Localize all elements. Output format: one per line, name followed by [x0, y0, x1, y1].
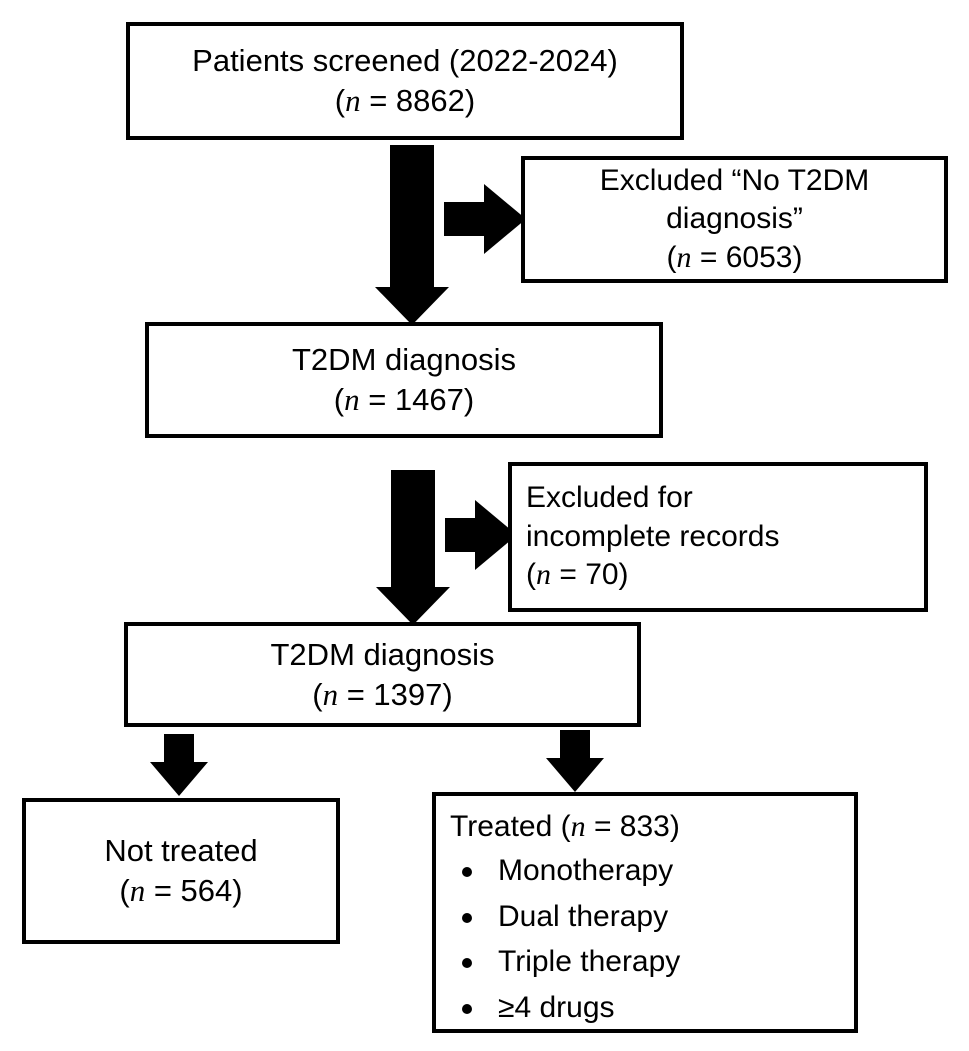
- paren-open: (: [526, 558, 536, 592]
- node-line-1: Patients screened (2022-2024): [192, 43, 618, 79]
- n-value: = 1397): [338, 676, 453, 712]
- node-line-2: incomplete records: [526, 519, 780, 553]
- node-excluded-incomplete-records: Excluded for incomplete records (n = 70): [508, 462, 928, 612]
- node-line-1: Excluded “No T2DM: [599, 163, 870, 197]
- arrow-head: [484, 184, 526, 254]
- arrow-down-screened-to-t2dm1: [375, 145, 449, 325]
- node-line-1: Not treated: [104, 833, 258, 869]
- n-value: = 1467): [359, 382, 475, 417]
- node-line-1: T2DM diagnosis: [270, 636, 495, 672]
- arrow-right-to-excluded-no-t2dm: [444, 184, 526, 254]
- arrow-right-to-excluded-incomplete: [445, 500, 517, 570]
- arrow-shaft: [444, 202, 488, 236]
- node-t2dm-diagnosis-1397: T2DM diagnosis (n = 1397): [124, 622, 641, 727]
- node-treated: Treated (n = 833) Monotherapy Dual thera…: [432, 792, 858, 1033]
- treated-label: Treated (: [450, 810, 571, 843]
- arrow-down-t2dm1-to-t2dm2: [376, 470, 450, 625]
- arrow-shaft: [445, 518, 479, 552]
- arrow-down-to-not-treated: [150, 734, 208, 796]
- node-line-1: T2DM diagnosis: [292, 342, 516, 378]
- arrow-shaft: [560, 730, 590, 760]
- n-symbol: n: [345, 83, 361, 118]
- node-line-1: Excluded for: [526, 481, 693, 515]
- n-symbol: n: [322, 676, 339, 712]
- node-line-2: (n = 564): [119, 871, 242, 911]
- n-symbol: n: [344, 382, 360, 417]
- n-symbol: n: [676, 240, 692, 274]
- paren-open: (: [312, 676, 323, 712]
- n-symbol: n: [536, 558, 551, 592]
- list-item: ≥4 drugs: [436, 989, 680, 1027]
- treated-heading: Treated (n = 833): [436, 808, 680, 846]
- node-line-2: (n = 1397): [312, 675, 452, 715]
- node-line-3: (n = 70): [512, 556, 629, 594]
- arrow-head: [546, 758, 604, 792]
- paren-open: (: [333, 382, 345, 417]
- n-symbol: n: [570, 810, 586, 843]
- node-patients-screened: Patients screened (2022-2024) (n = 8862): [126, 22, 684, 140]
- list-item: Triple therapy: [436, 943, 680, 981]
- n-value: = 833): [585, 810, 680, 843]
- n-value: = 8862): [360, 83, 476, 118]
- node-line-2: diagnosis”: [666, 202, 803, 236]
- node-not-treated: Not treated (n = 564): [22, 798, 340, 944]
- arrow-head: [150, 762, 208, 796]
- arrow-down-to-treated: [546, 730, 604, 792]
- list-item: Dual therapy: [436, 898, 680, 936]
- n-value: = 564): [145, 873, 243, 908]
- paren-open: (: [666, 240, 677, 274]
- arrow-shaft: [391, 470, 435, 591]
- node-excluded-no-t2dm: Excluded “No T2DM diagnosis” (n = 6053): [521, 156, 948, 283]
- n-value: = 70): [551, 558, 629, 592]
- paren-open: (: [119, 873, 130, 908]
- arrow-head: [376, 587, 450, 625]
- list-item: Monotherapy: [436, 852, 680, 890]
- paren-open: (: [334, 83, 346, 118]
- node-line-2: (n = 8862): [335, 81, 475, 121]
- n-value: = 6053): [691, 240, 803, 274]
- therapy-list: Monotherapy Dual therapy Triple therapy …: [436, 852, 680, 1034]
- n-symbol: n: [129, 873, 146, 908]
- arrow-shaft: [164, 734, 194, 764]
- node-t2dm-diagnosis-1467: T2DM diagnosis (n = 1467): [145, 322, 663, 438]
- arrow-head: [375, 287, 449, 325]
- node-line-2: (n = 1467): [334, 380, 474, 420]
- arrow-shaft: [390, 145, 434, 291]
- node-line-3: (n = 6053): [667, 239, 803, 277]
